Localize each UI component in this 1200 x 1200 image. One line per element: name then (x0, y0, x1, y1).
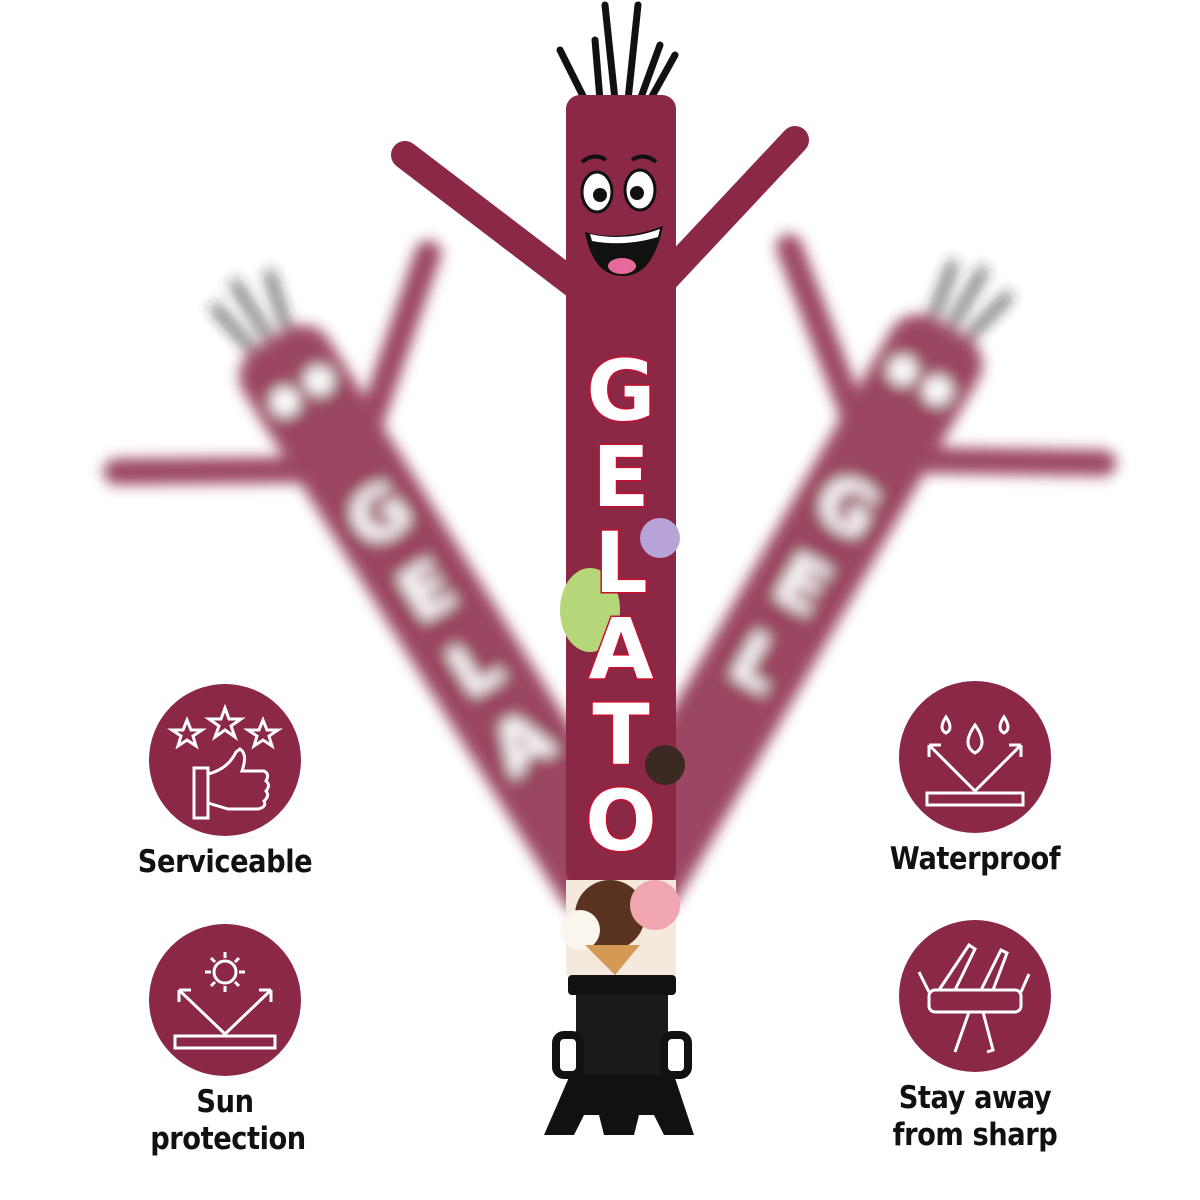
sign-letter: G (587, 342, 656, 440)
feature-label: Waterproof (889, 841, 1061, 877)
water-drops-icon (899, 681, 1051, 833)
sign-letter: T (592, 686, 649, 784)
stars-thumbs-up-icon (149, 684, 301, 836)
feature-stay-away-from-sharp: Stay away from sharp (845, 920, 1105, 1154)
ice-cream-cones-icon (560, 880, 680, 975)
ghost-dancer-left: G E L A (103, 240, 652, 916)
feature-label: Sun protection (150, 1084, 306, 1157)
feature-serviceable: Serviceable (95, 684, 355, 881)
sign-letter: L (594, 514, 648, 612)
ghost-dancer-right: G E L (587, 234, 1117, 915)
feature-label: Serviceable (137, 844, 313, 880)
feature-label: Stay away from sharp (892, 1080, 1058, 1153)
sign-letter: A (588, 600, 653, 698)
feature-sun-protection: Sun protection (95, 924, 355, 1158)
knife-tools-icon (899, 920, 1051, 1072)
sun-reflect-icon (149, 924, 301, 1076)
tassel-icon (556, 1, 679, 104)
blower-base-icon (544, 975, 694, 1135)
sign-letter: O (585, 772, 656, 870)
gelato-scoop-icon (560, 568, 620, 652)
face-icon (580, 154, 663, 276)
feature-waterproof: Waterproof (845, 681, 1105, 878)
gelato-scoop-icon (640, 518, 680, 558)
sign-letter: E (592, 428, 649, 526)
gelato-scoop-icon (645, 745, 685, 785)
